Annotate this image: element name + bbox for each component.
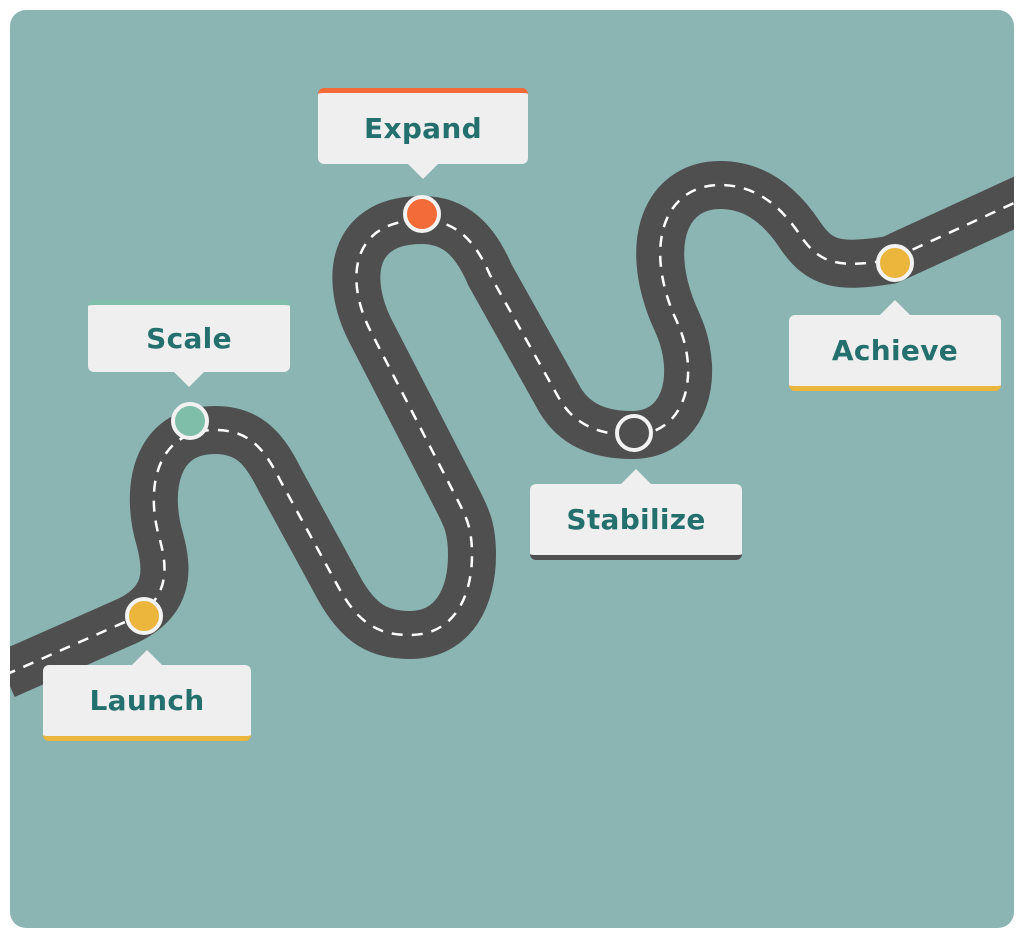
circle-marker-icon [125,597,163,635]
road-center-line [10,183,1014,675]
circle-marker-icon [403,195,441,233]
milestone-label-launch: Launch [43,665,251,741]
circle-marker-icon [171,402,209,440]
milestone-label-expand: Expand [318,88,528,164]
milestone-label-stabilize: Stabilize [530,484,742,560]
milestone-label-achieve: Achieve [789,315,1001,391]
circle-marker-icon [876,244,914,282]
circle-marker-icon [615,414,653,452]
roadmap-panel: Launch Scale Expand Stabilize Achieve [10,10,1014,928]
milestone-label-scale: Scale [88,300,290,372]
